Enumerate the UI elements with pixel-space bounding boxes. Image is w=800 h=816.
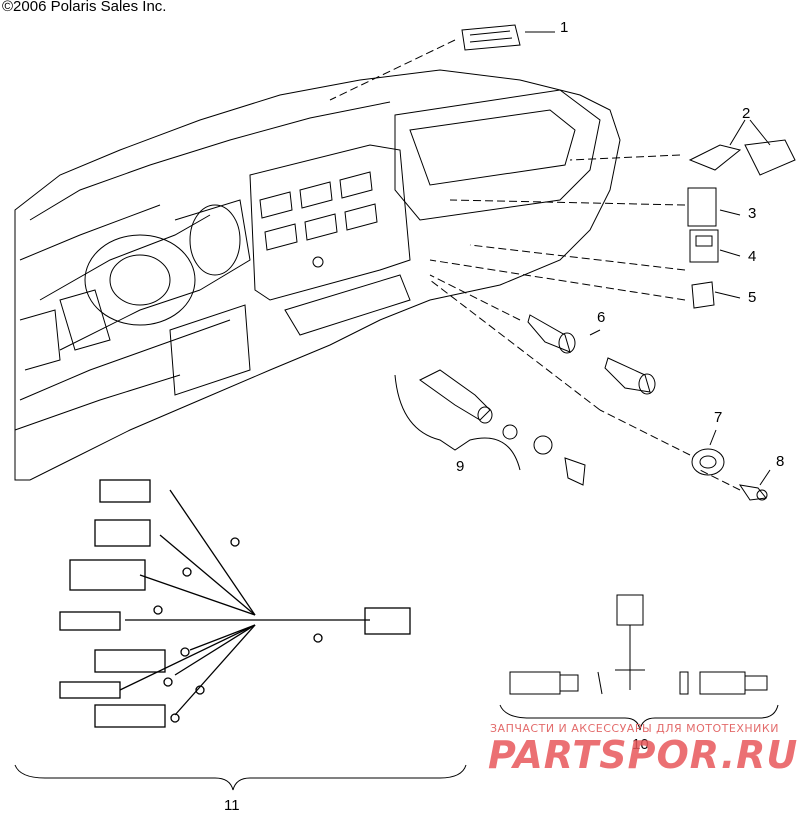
part-6-power-socket [527,314,656,395]
callout-2: 2 [742,105,751,122]
callout-7: 7 [714,409,723,426]
part-3-plate [687,187,717,227]
watermark-brand: PARTSPOR.RU [488,733,799,777]
callout-10: 10 [632,736,649,753]
bracket-10 [499,704,779,731]
callout-3: 3 [748,205,757,222]
callout-4: 4 [748,248,757,265]
part-5-switch-small [691,281,715,309]
callout-5: 5 [748,289,757,306]
part-8-bulb [738,484,768,501]
part-2-bezels [688,139,796,176]
callout-9: 9 [456,458,465,475]
bracket-9 [394,374,521,471]
watermark-tagline: ЗАПЧАСТИ И АКСЕССУАРЫ ДЛЯ МОТОТЕХНИКИ [490,722,779,735]
copyright-text: ©2006 Polaris Sales Inc. [2,0,167,15]
dashboard-illustration [14,69,621,481]
callout-lines [525,31,771,486]
part-1-connector [461,24,521,51]
part-4-switch [689,229,719,263]
bracket-11 [14,764,467,791]
callout-8: 8 [776,453,785,470]
part-7-ring [691,448,725,476]
leader-lines [329,39,741,491]
part-11-main-harness [59,479,411,728]
part-9-ignition [419,369,586,486]
part-10-harness [509,594,768,695]
callout-1: 1 [560,19,569,36]
callout-6: 6 [597,309,606,326]
callout-11: 11 [224,797,240,814]
